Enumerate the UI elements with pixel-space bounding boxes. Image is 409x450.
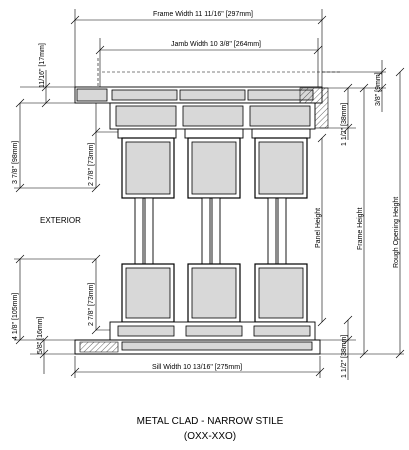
sill-frame	[74, 321, 321, 355]
inner-top-2-7-8-label: 2 7/8" [73mm]	[88, 143, 95, 186]
inner-bottom-2-7-8-label: 2 7/8" [73mm]	[88, 283, 95, 326]
left-3-7-8-label: 3 7/8" [98mm]	[12, 141, 19, 184]
sill-width-label: Sill Width 10 13/16" [275mm]	[152, 364, 242, 371]
frame-height-label: Frame Height	[357, 208, 364, 250]
jamb-width-label: Jamb Width 10 3/8" [264mm]	[171, 41, 261, 48]
right-dimensions: 3/8" [9mm] 1 1/2" [38mm] Panel Height Fr…	[315, 60, 405, 380]
left-5-8-label: 5/8" [16mm]	[37, 316, 44, 354]
panel-right	[251, 128, 311, 323]
sill-width-dimension: Sill Width 10 13/16" [275mm]	[70, 356, 325, 378]
right-top-3-8-label: 3/8" [9mm]	[375, 72, 382, 106]
frame-width-dimension: Frame Width 11 11/16" [297mm]	[70, 9, 327, 90]
caption-subtitle: (OXX-XXO)	[184, 431, 236, 442]
inner-left-dimensions: 2 7/8" [73mm] 2 7/8" [73mm]	[88, 103, 120, 335]
left-11-16-label: 11/16" [17mm]	[39, 43, 46, 88]
panel-height-label: Panel Height	[315, 208, 322, 248]
exterior-label: EXTERIOR	[40, 216, 81, 225]
caption-title: METAL CLAD - NARROW STILE	[137, 416, 284, 427]
head-frame	[74, 86, 329, 130]
right-top-1-1-2-label: 1 1/2" [38mm]	[341, 103, 348, 146]
left-4-1-8-label: 4 1/8" [105mm]	[12, 293, 19, 340]
panel-left	[117, 128, 177, 323]
frame-width-label: Frame Width 11 11/16" [297mm]	[153, 11, 253, 18]
rough-opening-height-label: Rough Opening Height	[393, 197, 400, 268]
jamb-width-dimension: Jamb Width 10 3/8" [264mm]	[95, 38, 323, 88]
right-bottom-1-1-2-label: 1 1/2" [38mm]	[341, 335, 348, 378]
panel-middle	[184, 128, 244, 323]
